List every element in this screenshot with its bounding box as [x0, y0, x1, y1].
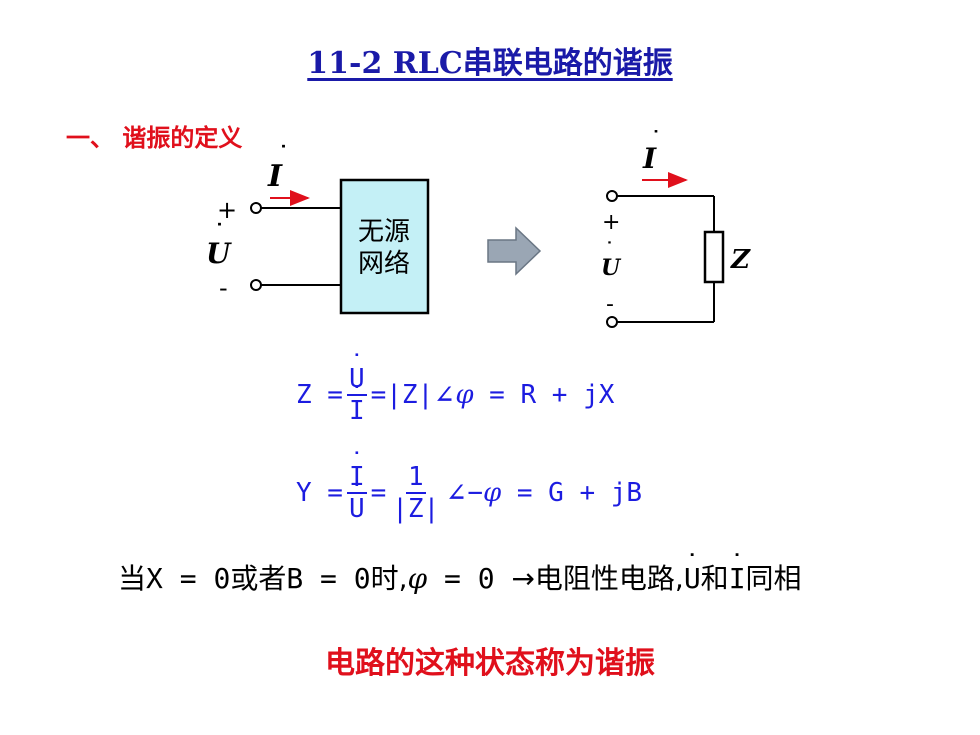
- right-circuit: I ˙ + U ˙ - Z: [601, 127, 751, 328]
- angle-symbol: ∠: [435, 377, 454, 413]
- plus-sign: +: [217, 196, 237, 224]
- resonance-condition: 当 X = 0 或者 B = 0 时, φ = 0 → 电阻性电路, U 和 I…: [118, 557, 802, 597]
- svg-text:˙: ˙: [651, 127, 661, 151]
- minus-sign: -: [219, 274, 228, 302]
- current-label-right: I: [642, 142, 657, 175]
- fraction-u-over-i: U I: [346, 364, 367, 426]
- terminal-bottom-right: [606, 316, 618, 328]
- admittance-equation: Y = I U = 1 |Z| ∠ − φ = G + jB: [296, 456, 642, 530]
- angle-symbol: ∠: [447, 475, 466, 511]
- page-title: 11-2 RLC串联电路的谐振: [307, 46, 673, 81]
- box-label-line2: 网络: [358, 249, 410, 279]
- right-arrow-icon: →: [511, 562, 535, 595]
- box-label-line1: 无源: [358, 217, 410, 247]
- current-label: I: [267, 159, 283, 194]
- impedance-equation: Z = U I =|Z| ∠ φ = R + jX: [296, 358, 614, 432]
- left-circuit: 无源 网络 I ˙ + U ˙ -: [206, 143, 430, 315]
- fraction-one-over-z: 1 |Z|: [392, 462, 440, 524]
- voltage-label: U: [206, 237, 232, 270]
- voltage-dot: ˙: [214, 221, 225, 246]
- fraction-i-over-u: I U: [346, 462, 367, 524]
- impedance-box: [703, 230, 725, 284]
- plus-sign-right: +: [602, 210, 620, 235]
- minus-sign-right: -: [606, 292, 614, 317]
- conclusion-text: 电路的这种状态称为谐振: [325, 646, 655, 681]
- section-heading: 一、 谐振的定义: [66, 124, 243, 152]
- svg-text:˙: ˙: [605, 239, 614, 260]
- current-dot: ˙: [278, 143, 289, 168]
- voltage-label-right: U: [601, 255, 622, 281]
- equivalent-arrow-icon: [487, 226, 542, 276]
- terminal-top-right: [606, 190, 618, 202]
- impedance-label: Z: [730, 245, 751, 275]
- terminal-top: [250, 202, 262, 214]
- passive-network-box: [339, 178, 430, 315]
- terminal-bottom: [250, 279, 262, 291]
